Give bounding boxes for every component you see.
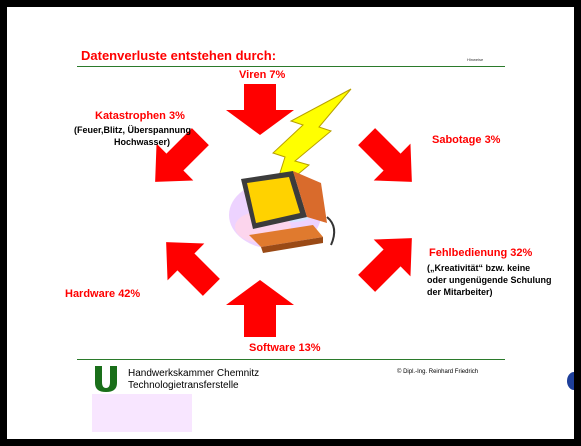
page-title: Datenverluste entstehen durch: [81, 48, 277, 63]
slide: Datenverluste entstehen durch: Hinweise [7, 7, 574, 439]
small-tag: Hinweise [467, 57, 484, 62]
cause-katastrophen-detail-2: Hochwasser) [114, 137, 171, 147]
footer-organization: Handwerkskammer Chemnitz Technologietran… [128, 368, 259, 392]
cause-hardware-label: Hardware 42% [65, 288, 141, 300]
cause-fehlbedienung-label: Fehlbedienung 32% [429, 247, 533, 259]
arrow-bottom-right [358, 238, 412, 292]
cause-viren-label: Viren 7% [239, 69, 286, 81]
computer-lightning-icon [229, 88, 352, 253]
cause-sabotage-label: Sabotage 3% [432, 134, 501, 146]
copyright-text: © Dipl.-Ing. Reinhard Friedrich [397, 369, 479, 375]
arrows-graphic [155, 84, 412, 337]
arrow-bottom-left [166, 242, 220, 296]
partial-blue-icon [567, 372, 574, 390]
top-divider [77, 66, 505, 67]
footer-org-line2: Technologietransferstelle [128, 380, 239, 391]
cause-fehlbedienung-detail-1: („Kreativität“ bzw. keine [427, 263, 531, 273]
cause-katastrophen-label: Katastrophen 3% [95, 110, 185, 122]
hwk-logo-icon [95, 366, 117, 392]
footer-org-line1: Handwerkskammer Chemnitz [128, 368, 260, 379]
arrow-top-right [358, 128, 412, 182]
decorative-box [92, 394, 192, 432]
cause-fehlbedienung-detail-2: oder ungenügende Schulung [427, 275, 552, 285]
cause-fehlbedienung-detail-3: der Mitarbeiter) [427, 287, 493, 297]
cause-katastrophen-detail-1: (Feuer,Blitz, Überspannung [74, 125, 192, 135]
arrow-bottom [226, 280, 294, 337]
arrow-top [226, 84, 294, 135]
cause-software-label: Software 13% [249, 342, 321, 354]
arrow-top-left [155, 128, 209, 182]
bottom-divider [77, 359, 505, 360]
